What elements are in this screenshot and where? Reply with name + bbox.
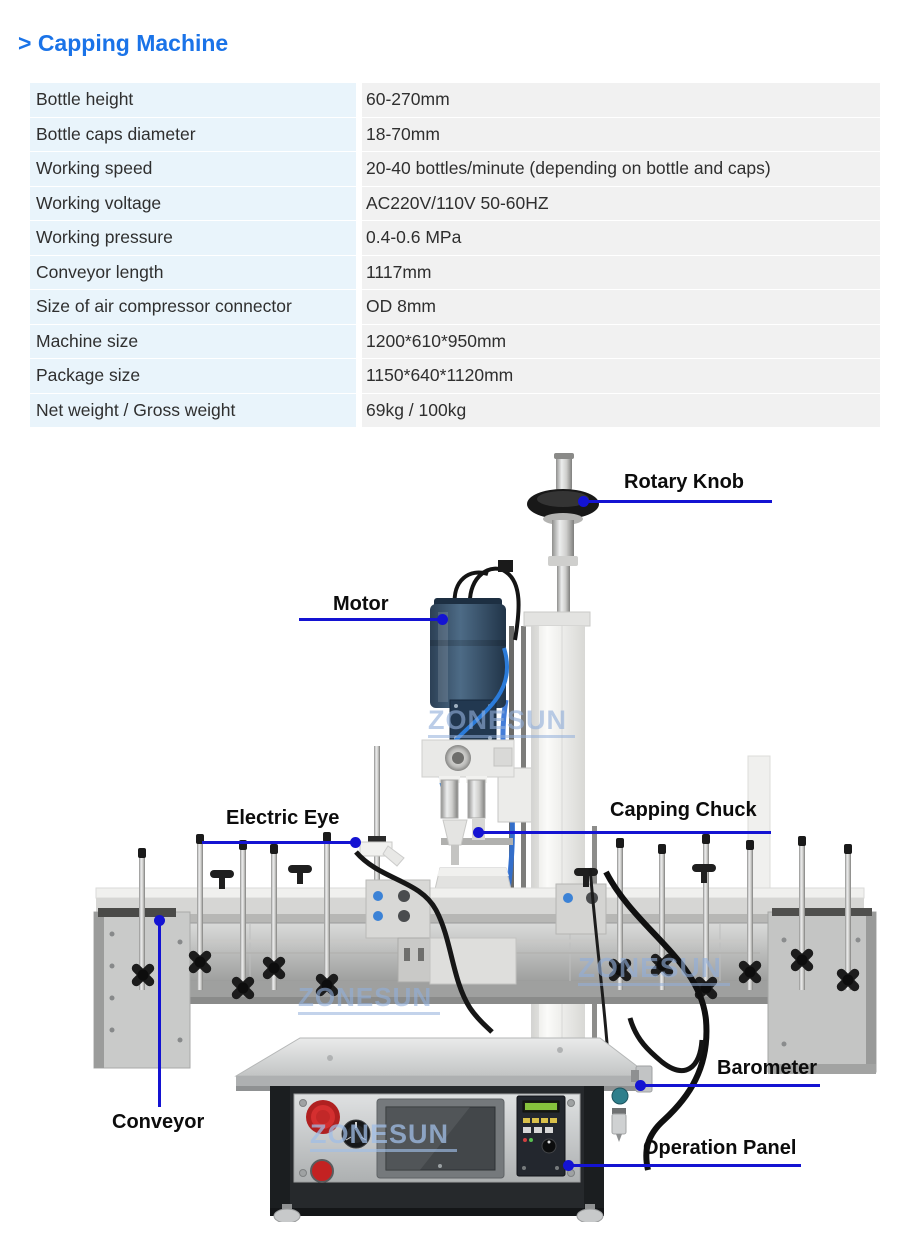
touch-screen [376,1098,505,1179]
callout-label-conveyor: Conveyor [112,1111,205,1133]
brand-watermark: ZONESUN [298,983,441,1016]
table-row: Bottle height 60-270mm [30,83,880,117]
cable [354,850,494,1034]
capping-machine-drawing [93,453,877,1224]
spec-value: 1150*640*1120mm [362,359,880,393]
electric-eye-part [359,746,405,906]
spec-value: 0.4-0.6 MPa [362,221,880,255]
table-row: Working voltage AC220V/110V 50-60HZ [30,186,880,220]
red-push-button [310,1159,334,1183]
spec-label: Net weight / Gross weight [30,393,356,427]
page-title: > Capping Machine [18,30,229,56]
brand-watermark: ZONESUN [310,1120,458,1153]
vfd-operation-panel [516,1095,566,1177]
callout-dot-barometer [635,1080,646,1091]
brand-watermark: ZONESUN [428,706,576,739]
spec-label: Conveyor length [30,255,356,289]
callout-line-barometer [640,1084,820,1087]
machine-feet [273,1204,604,1224]
table-row: Package size 1150*640*1120mm [30,359,880,393]
spec-value: 1200*610*950mm [362,324,880,358]
callout-line-capping-chuck [479,831,771,834]
regulator-knob [341,1119,371,1149]
callout-label-motor: Motor [333,593,389,615]
table-row: Machine size 1200*610*950mm [30,324,880,358]
emergency-stop-button [306,1100,340,1134]
callout-line-rotary-knob [583,500,772,503]
rotary-knob-part [527,453,599,626]
spec-label: Bottle height [30,83,356,117]
callout-dot-conveyor [154,915,165,926]
table-row: Conveyor length 1117mm [30,255,880,289]
spec-value: 20-40 bottles/minute (depending on bottl… [362,152,880,186]
callout-dot-capping-chuck [473,827,484,838]
table-row: Bottle caps diameter 18-70mm [30,117,880,151]
spec-value: 1117mm [362,255,880,289]
callout-label-capping-chuck: Capping Chuck [610,799,757,821]
guide-posts [129,832,862,1002]
cables-right [588,867,710,1171]
callout-line-electric-eye [202,841,358,844]
spec-value: AC220V/110V 50-60HZ [362,186,880,220]
callout-dot-electric-eye [350,837,361,848]
callout-label-rotary-knob: Rotary Knob [624,471,744,493]
callout-dot-rotary-knob [578,496,589,507]
table-row: Size of air compressor connector OD 8mm [30,290,880,324]
machine-illustration [60,444,900,1224]
spec-table: Bottle height 60-270mm Bottle caps diame… [30,83,880,428]
callout-line-conveyor [158,921,161,1107]
spec-label: Size of air compressor connector [30,290,356,324]
callout-line-operation-panel [568,1164,801,1167]
spec-label: Machine size [30,324,356,358]
callout-label-electric-eye: Electric Eye [226,807,340,829]
spec-label: Bottle caps diameter [30,117,356,151]
table-base [234,1037,652,1091]
control-box [270,1086,604,1224]
spec-label: Working pressure [30,221,356,255]
conveyor-part [93,832,877,1074]
callout-dot-motor [437,614,448,625]
callout-label-barometer: Barometer [717,1057,818,1079]
spec-value: 69kg / 100kg [362,393,880,427]
barometer-part [611,1065,653,1142]
capping-chuck-part [421,739,515,912]
spec-value: 18-70mm [362,117,880,151]
spec-value: 60-270mm [362,83,880,117]
table-row: Working speed 20-40 bottles/minute (depe… [30,152,880,186]
spec-value: OD 8mm [362,290,880,324]
callout-dot-operation-panel [563,1160,574,1171]
table-row: Working pressure 0.4-0.6 MPa [30,221,880,255]
callout-line-motor [299,618,444,621]
spec-label: Working speed [30,152,356,186]
spec-label: Working voltage [30,186,356,220]
callout-label-operation-panel: Operation Panel [643,1137,797,1159]
spec-label: Package size [30,359,356,393]
brand-watermark: ZONESUN [578,953,730,987]
table-row: Net weight / Gross weight 69kg / 100kg [30,393,880,427]
